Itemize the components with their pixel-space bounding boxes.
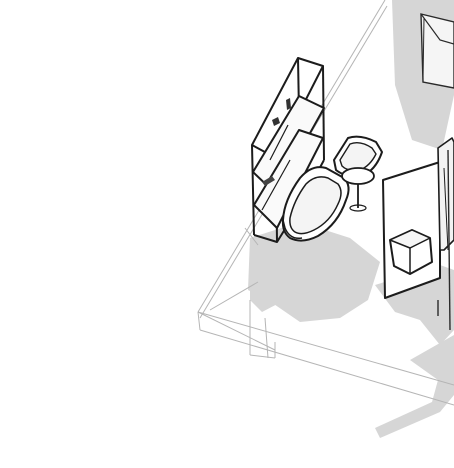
right-edge-wall <box>437 149 451 331</box>
shelf-shadow <box>250 238 290 312</box>
post-shadow <box>375 335 454 438</box>
round-side-table <box>341 167 375 212</box>
wall-panel-top <box>420 13 454 89</box>
freestanding-bathtub <box>281 166 350 242</box>
cube-seat <box>389 229 433 275</box>
